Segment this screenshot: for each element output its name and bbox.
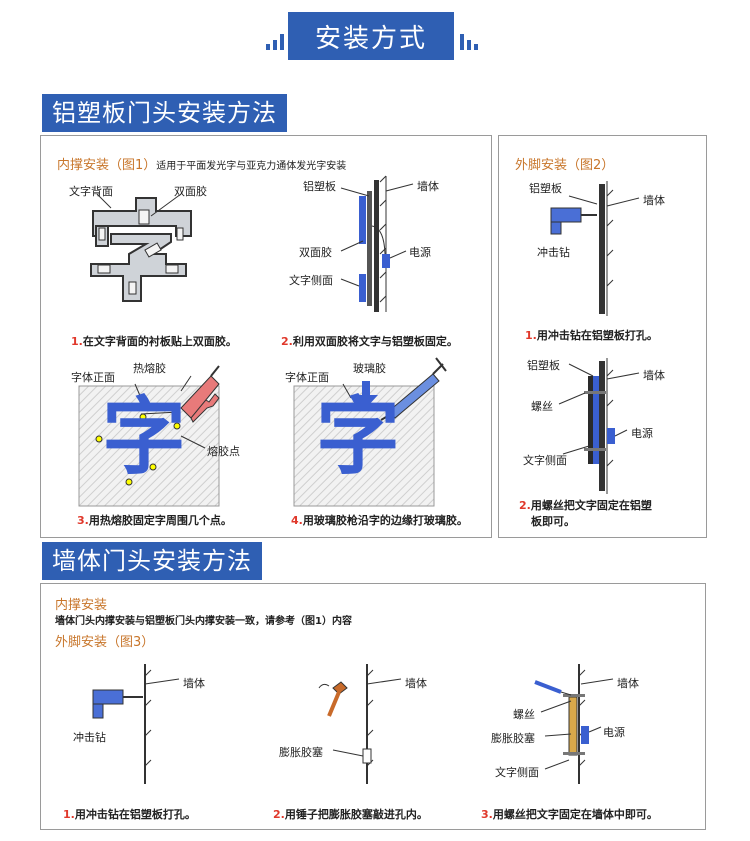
label-text-side: 文字侧面 — [289, 274, 333, 287]
panel1-heading: 内撑安装（图1） — [57, 158, 157, 173]
fig4-glyph: 字 — [315, 388, 400, 486]
label-text-side-2: 文字侧面 — [523, 454, 567, 467]
label-screw: 螺丝 — [531, 400, 553, 413]
wall-fig1-caption: 1.用冲击钻在铝塑板打孔。 — [63, 808, 196, 821]
label-wall-5: 墙体 — [405, 677, 427, 690]
panel-inner-support: 内撑安装（图1）适用于平面发光字与亚克力通体发光字安装 文字背面 双面胶 1.在… — [40, 135, 492, 538]
panel-wall-install: 内撑安装 墙体门头内撑安装与铝塑板门头内撑安装一致，请参考（图1）内容 外脚安装… — [40, 583, 706, 830]
label-wall: 墙体 — [417, 180, 439, 193]
label-impact-drill-2: 冲击钻 — [73, 731, 106, 744]
wall-inner-text: 墙体门头内撑安装与铝塑板门头内撑安装一致，请参考（图1）内容 — [55, 616, 352, 627]
label-wall-4: 墙体 — [183, 677, 205, 690]
label-power: 电源 — [409, 246, 431, 259]
label-wall-2: 墙体 — [643, 194, 665, 207]
panel2-fig1-caption: 1.用冲击钻在铝塑板打孔。 — [525, 329, 658, 342]
label-wall-6: 墙体 — [617, 677, 639, 690]
fig3-caption: 3.用热熔胶固定字周围几个点。 — [77, 514, 232, 527]
fig2-caption: 2.利用双面胶将文字与铝塑板固定。 — [281, 335, 458, 348]
section-title-aluminum: 铝塑板门头安装方法 — [42, 94, 287, 132]
wall-inner-heading: 内撑安装 — [55, 598, 108, 613]
panel1-subheading: 适用于平面发光字与亚克力通体发光字安装 — [156, 161, 347, 172]
panel2-heading: 外脚安装（图2） — [515, 158, 615, 173]
bars-right-decoration — [460, 34, 478, 50]
section-title-wall: 墙体门头安装方法 — [42, 542, 262, 580]
page-header: 安装方式 — [0, 12, 750, 62]
label-expansion-plug-2: 膨胀胶塞 — [491, 732, 535, 745]
fig3-glyph: 字 — [101, 388, 186, 486]
label-wall-3: 墙体 — [643, 369, 665, 382]
label-font-front: 字体正面 — [71, 371, 115, 384]
label-impact-drill: 冲击钻 — [537, 246, 570, 259]
label-glue-point: 熔胶点 — [207, 445, 240, 458]
label-aluminum-panel-3: 铝塑板 — [527, 359, 560, 372]
label-double-tape: 双面胶 — [174, 185, 207, 198]
label-glass-glue: 玻璃胶 — [353, 362, 386, 375]
label-text-back: 文字背面 — [69, 185, 113, 198]
fig2-side-view-diagram — [340, 175, 414, 312]
label-aluminum-panel-2: 铝塑板 — [529, 182, 562, 195]
bars-left-decoration — [266, 34, 284, 50]
label-aluminum-panel: 铝塑板 — [303, 180, 336, 193]
label-expansion-plug: 膨胀胶塞 — [279, 746, 323, 759]
label-text-side-3: 文字侧面 — [495, 766, 539, 779]
label-power-3: 电源 — [603, 726, 625, 739]
panel-outer-leg: 外脚安装（图2） 铝塑板 墙体 冲击钻 1.用冲击钻在铝塑板打孔。 铝塑板 墙体… — [498, 135, 707, 538]
label-font-front-2: 字体正面 — [285, 371, 329, 384]
label-hot-melt-glue: 热熔胶 — [133, 362, 166, 375]
wall-fig2-caption: 2.用锤子把膨胀胶塞敲进孔内。 — [273, 808, 428, 821]
page-title: 安装方式 — [288, 12, 454, 60]
wall-fig3-caption: 3.用螺丝把文字固定在墙体中即可。 — [481, 808, 658, 821]
label-power-2: 电源 — [631, 427, 653, 440]
fig1-caption: 1.在文字背面的衬板贴上双面胶。 — [71, 335, 237, 348]
label-screw-2: 螺丝 — [513, 708, 535, 721]
fig4-caption: 4.用玻璃胶枪沿字的边缘打玻璃胶。 — [291, 514, 468, 527]
wall-outer-heading: 外脚安装（图3） — [55, 635, 155, 650]
label-double-tape-2: 双面胶 — [299, 246, 332, 259]
fig1-char-back-diagram — [90, 193, 192, 302]
panel2-fig2-caption: 2.用螺丝把文字固定在铝塑板即可。 — [519, 499, 652, 528]
panel2-diagrams — [550, 181, 640, 494]
fig4-glass-glue-diagram — [293, 357, 447, 507]
fig3-hot-glue-diagram — [78, 365, 220, 507]
wall-diagrams — [92, 664, 614, 784]
